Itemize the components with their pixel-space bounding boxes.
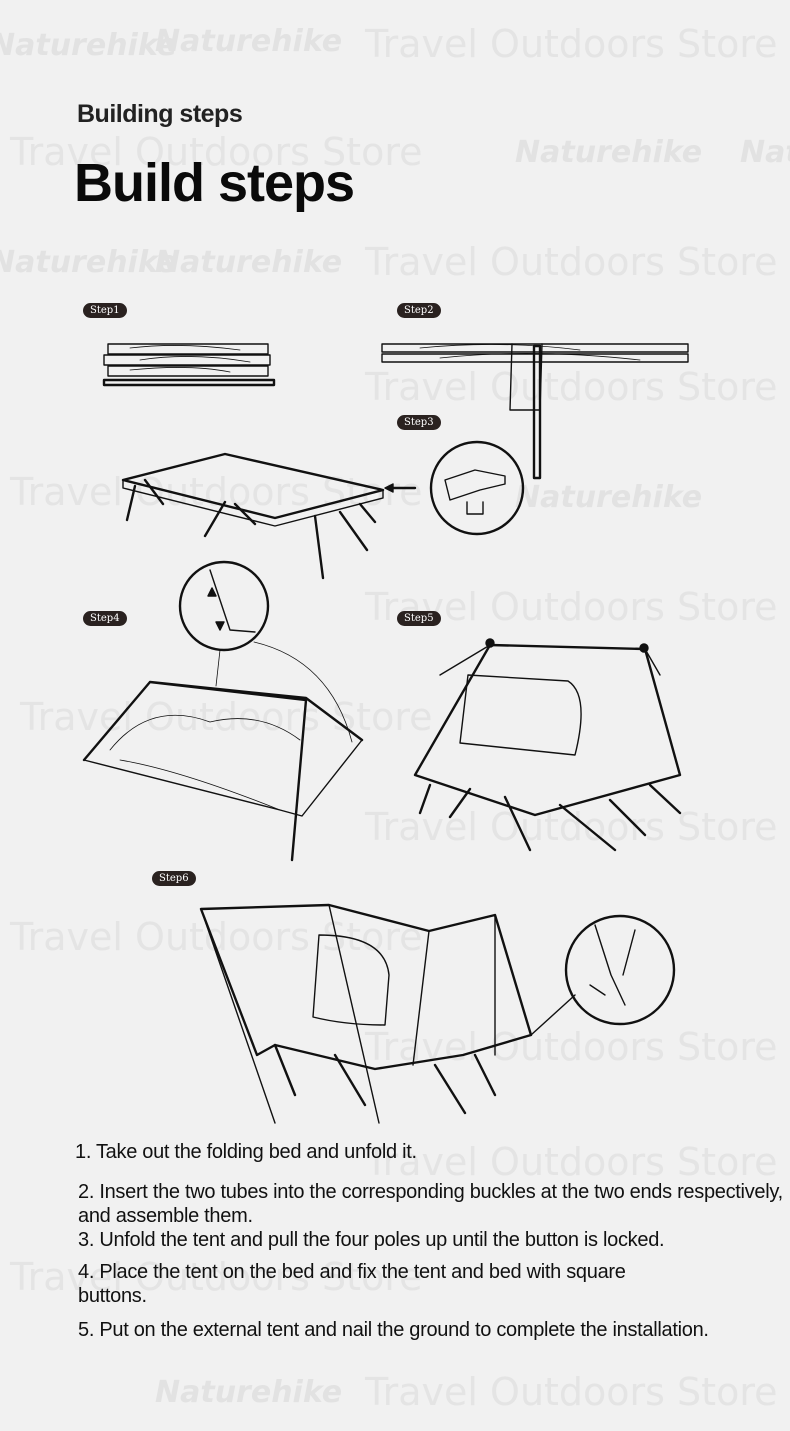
watermark-logo: Naturehike [155,1375,343,1410]
instruction-step-1: 1. Take out the folding bed and unfold i… [75,1141,417,1163]
watermark-logo: Naturehike [515,135,703,170]
watermark-text: Travel Outdoors Store [365,1370,778,1414]
watermark-logo: Naturehike [740,135,790,170]
step-1-badge: Step1 [83,303,127,318]
tent-on-cot-illustration [413,638,682,852]
step-3-badge: Step3 [397,415,441,430]
step-2-badge: Step2 [397,303,441,318]
step-5-badge: Step5 [397,611,441,626]
step-4-badge: Step4 [83,611,127,626]
instruction-step-4: 4. Place the tent on the bed and fix the… [78,1261,626,1307]
watermark-logo: Naturehike [0,28,178,63]
watermark-logo: Naturehike [515,480,703,515]
watermark-logo: Naturehike [0,245,178,280]
bed-unfold-illustration [381,343,689,480]
watermark-logo: Naturehike [155,245,343,280]
instruction-step-5: 5. Put on the external tent and nail the… [78,1319,709,1341]
section-subtitle: Building steps [77,100,243,128]
folded-bed-illustration [102,343,276,387]
assembled-cot-illustration [121,440,525,580]
watermark-text: Travel Outdoors Store [365,22,778,66]
step-6-badge: Step6 [152,871,196,886]
page-title: Build steps [74,153,355,213]
flysheet-illustration [199,903,676,1124]
watermark-logo: Naturehike [155,24,343,59]
watermark-text: Travel Outdoors Store [365,240,778,284]
tent-frame-illustration [82,560,364,862]
instruction-step-3: 3. Unfold the tent and pull the four pol… [78,1229,665,1251]
instruction-step-2: 2. Insert the two tubes into the corresp… [78,1181,783,1227]
